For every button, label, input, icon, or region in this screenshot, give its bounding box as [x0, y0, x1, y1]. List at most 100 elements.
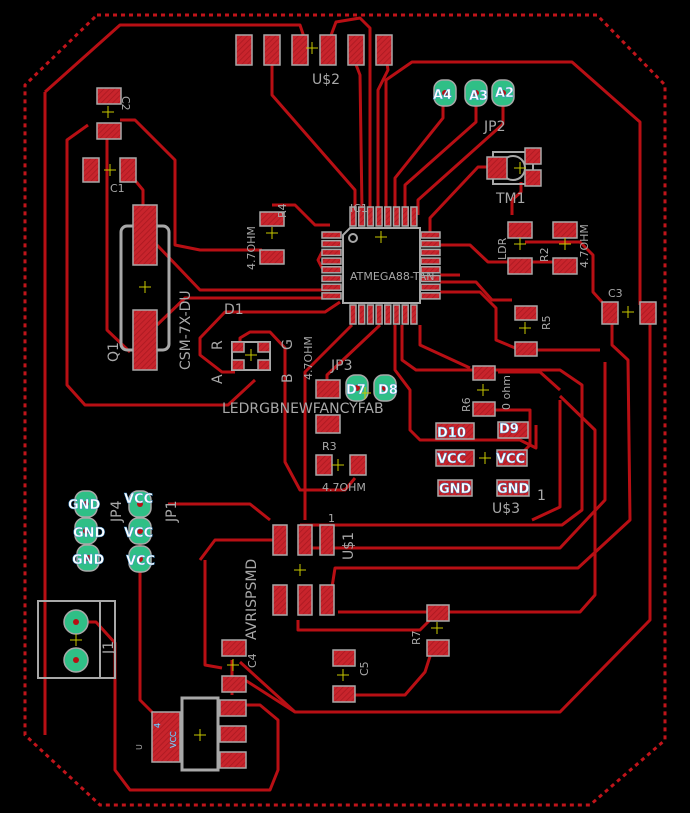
- d1-pad-g[interactable]: [257, 341, 271, 353]
- ic1-pin-top[interactable]: [357, 206, 366, 227]
- ic1-pin-left[interactable]: [321, 248, 342, 257]
- u3-pin-gnd-1: GND: [439, 482, 472, 497]
- c4-pad-1[interactable]: [221, 639, 247, 657]
- regulator-pad-1[interactable]: [219, 699, 247, 717]
- copper-trace: [138, 510, 158, 718]
- ldr-label: LDR: [496, 237, 509, 260]
- u1-pad-top-3[interactable]: [319, 524, 335, 556]
- u2-pad-4[interactable]: [319, 34, 337, 66]
- c5-pad-1[interactable]: [332, 649, 356, 667]
- ic1-pin-bottom[interactable]: [357, 304, 366, 325]
- ic1-pin-left[interactable]: [321, 283, 342, 291]
- r6-pad-1[interactable]: [472, 365, 496, 381]
- u3-pad-d9[interactable]: [497, 421, 529, 439]
- ldr-pad-1[interactable]: [507, 221, 533, 239]
- ic1-pin-bottom[interactable]: [366, 304, 375, 325]
- drill-hole: [354, 385, 360, 391]
- r7-pad-1[interactable]: [426, 604, 450, 622]
- ic1-pin-left[interactable]: [321, 239, 342, 248]
- c2-pad-1[interactable]: [96, 87, 122, 105]
- ic1-pin-bottom[interactable]: [392, 304, 401, 325]
- ic1-pin-top[interactable]: [366, 206, 375, 227]
- r6-pad-2[interactable]: [472, 401, 496, 417]
- regulator-pad-4[interactable]: [151, 711, 181, 763]
- ic1-pin-right[interactable]: [420, 231, 441, 239]
- r5-pad-1[interactable]: [514, 305, 538, 321]
- ic1-pin-left[interactable]: [321, 231, 342, 239]
- r3-pad-2[interactable]: [349, 454, 367, 476]
- r1-pad-2[interactable]: [315, 414, 341, 434]
- ic1-pin-bottom[interactable]: [375, 304, 383, 325]
- ic1-pin-right[interactable]: [420, 283, 441, 291]
- tm1-pad-2[interactable]: [524, 147, 542, 165]
- ic1-pin-bottom[interactable]: [384, 304, 392, 325]
- u2-pad-2[interactable]: [263, 34, 281, 66]
- ic1-pin-left[interactable]: [321, 257, 342, 265]
- ic1-pin-right[interactable]: [420, 257, 441, 265]
- ic1-pin-left[interactable]: [321, 274, 342, 283]
- ic1-pin-top[interactable]: [401, 206, 409, 227]
- u2-pad-1[interactable]: [235, 34, 253, 66]
- reg-pin-vcc: VCC: [169, 731, 178, 748]
- c5-pad-2[interactable]: [332, 685, 356, 703]
- ic1-pin-bottom[interactable]: [349, 304, 357, 325]
- d1-pad-b[interactable]: [257, 359, 271, 371]
- u1-pad-top-2[interactable]: [297, 524, 313, 556]
- ic1-pin-top[interactable]: [375, 206, 383, 227]
- u2-pad-5[interactable]: [347, 34, 365, 66]
- d1-pad-r[interactable]: [231, 341, 245, 353]
- r2-pad-2[interactable]: [552, 257, 578, 275]
- tm1-pad-3[interactable]: [524, 169, 542, 187]
- c1-pad-2[interactable]: [119, 157, 137, 183]
- u3-pad-vcc-1[interactable]: [435, 449, 475, 467]
- u1-pad-bottom-1[interactable]: [272, 584, 288, 616]
- c4-pad-2[interactable]: [221, 675, 247, 693]
- c2-pad-2[interactable]: [96, 122, 122, 140]
- r5-pad-2[interactable]: [514, 341, 538, 357]
- ic1-pin-left[interactable]: [321, 292, 342, 300]
- r4-pad-2[interactable]: [259, 249, 285, 265]
- ic1-pin-right[interactable]: [420, 292, 441, 300]
- regulator-pad-2[interactable]: [219, 725, 247, 743]
- ldr-pad-2[interactable]: [507, 257, 533, 275]
- r2-pad-1[interactable]: [552, 221, 578, 239]
- q1-pad-2[interactable]: [132, 309, 158, 371]
- ic1-pin-left[interactable]: [321, 266, 342, 274]
- ic1-pin-bottom[interactable]: [401, 304, 409, 325]
- c3-pad-1[interactable]: [601, 301, 619, 325]
- r3-pad-1[interactable]: [315, 454, 333, 476]
- u3-pad-gnd-2[interactable]: [496, 479, 530, 497]
- ic1-pin-bottom[interactable]: [410, 304, 418, 325]
- tm1-pad-1[interactable]: [486, 156, 508, 180]
- u2-pad-3[interactable]: [291, 34, 309, 66]
- copper-trace: [328, 315, 632, 601]
- ic1-pin-right[interactable]: [420, 248, 441, 257]
- origin-cross-icon: [514, 162, 526, 174]
- r1-pad-1[interactable]: [315, 379, 341, 399]
- d1-pad-a[interactable]: [231, 359, 245, 371]
- ic1-pin-top[interactable]: [384, 206, 392, 227]
- ic1-pin-top[interactable]: [392, 206, 401, 227]
- u1-pad-bottom-2[interactable]: [297, 584, 313, 616]
- ic1-pin-right[interactable]: [420, 239, 441, 248]
- drill-hole: [473, 90, 479, 96]
- u3-pad-vcc-2[interactable]: [496, 449, 528, 467]
- drill-hole: [137, 501, 143, 507]
- regulator-pad-3[interactable]: [219, 751, 247, 769]
- ic1-pin-right[interactable]: [420, 266, 441, 274]
- ic1-pin-top[interactable]: [410, 206, 418, 227]
- ic1-pin-top[interactable]: [349, 206, 357, 227]
- u3-pad-gnd-1[interactable]: [437, 479, 473, 497]
- u2-pad-6[interactable]: [375, 34, 393, 66]
- r4-pad-1[interactable]: [259, 211, 285, 227]
- u1-pad-top-1[interactable]: [272, 524, 288, 556]
- u1-pad-bottom-3[interactable]: [319, 584, 335, 616]
- u3-pad-d10[interactable]: [435, 422, 475, 440]
- c1-pad-1[interactable]: [82, 157, 100, 183]
- q1-pad-1[interactable]: [132, 204, 158, 266]
- r7-pad-2[interactable]: [426, 639, 450, 657]
- ic1-pin-right[interactable]: [420, 274, 441, 283]
- u3-pin-d10: D10: [437, 426, 466, 441]
- c3-pad-2[interactable]: [639, 301, 657, 325]
